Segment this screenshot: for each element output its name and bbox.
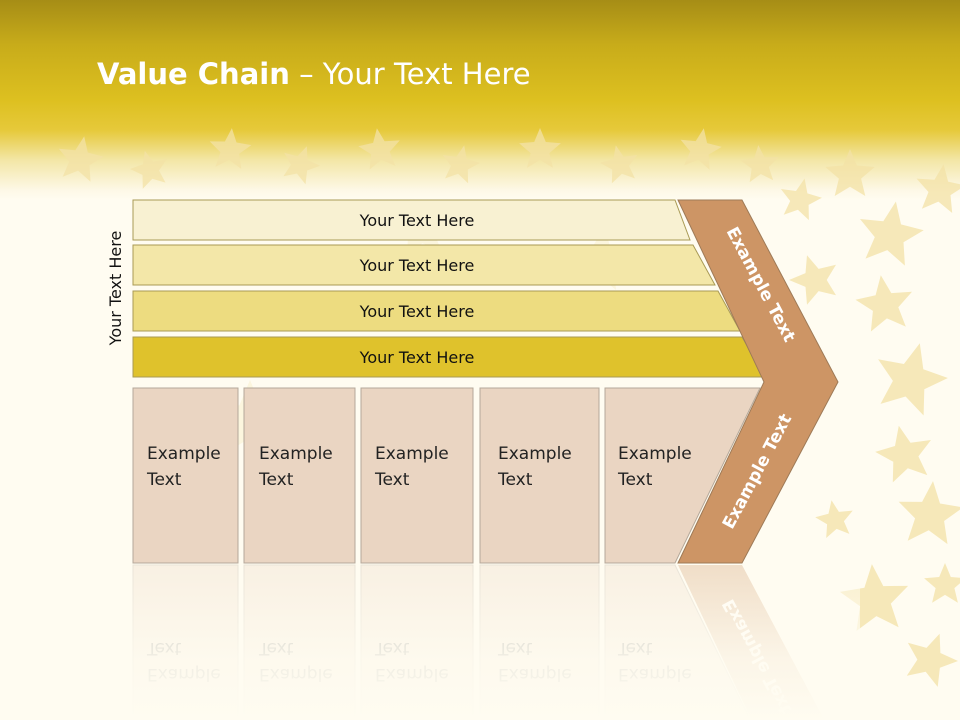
title-rest: – Your Text Here [289, 57, 531, 91]
star-icon [860, 201, 924, 266]
star-icon [680, 128, 722, 170]
bar-3-label: Your Text Here [359, 302, 475, 321]
star-icon [906, 633, 958, 687]
star-icon [878, 343, 948, 416]
box-5-line2: Text [617, 470, 653, 490]
star-icon [58, 136, 104, 182]
box-3 [360, 387, 474, 564]
star-icon [780, 178, 822, 221]
bar-1-label: Your Text Here [359, 211, 475, 230]
star-icon [740, 145, 779, 183]
title-bold: Value Chain [97, 57, 290, 91]
chevron-arrow [677, 199, 839, 564]
box-2-line1: Example [259, 444, 333, 464]
star-icon [924, 563, 960, 603]
star-icon [825, 149, 875, 196]
bar-2 [132, 244, 716, 286]
star-icon [209, 128, 252, 169]
box-2-line2: Text [258, 470, 294, 490]
star-icon [358, 128, 400, 170]
star-icon [875, 425, 931, 483]
star-icon [789, 255, 836, 305]
star-icon [839, 564, 909, 631]
star-icon [283, 146, 320, 185]
star-icon [815, 500, 853, 538]
star-icon [130, 150, 167, 189]
reflection-fade [120, 564, 860, 720]
bar-2-label: Your Text Here [359, 256, 475, 275]
box-2 [243, 387, 356, 564]
bar-4-label: Your Text Here [359, 348, 475, 367]
box-1-line1: Example [147, 444, 221, 464]
box-5-line1: Example [618, 444, 692, 464]
star-icon [855, 275, 912, 332]
star-icon [442, 145, 480, 184]
box-1-line2: Text [146, 470, 182, 490]
box-5 [604, 387, 761, 564]
bar-1 [132, 199, 691, 241]
star-icon [600, 145, 638, 184]
box-4-line1: Example [498, 444, 572, 464]
slide-title: Value Chain – Your Text Here [97, 52, 531, 96]
star-icon [916, 164, 960, 213]
box-3-line2: Text [374, 470, 410, 490]
box-3-line1: Example [375, 444, 449, 464]
star-icon [898, 481, 960, 545]
star-icon [519, 128, 561, 168]
box-4-line2: Text [497, 470, 533, 490]
box-4 [479, 387, 600, 564]
box-1 [132, 387, 239, 564]
